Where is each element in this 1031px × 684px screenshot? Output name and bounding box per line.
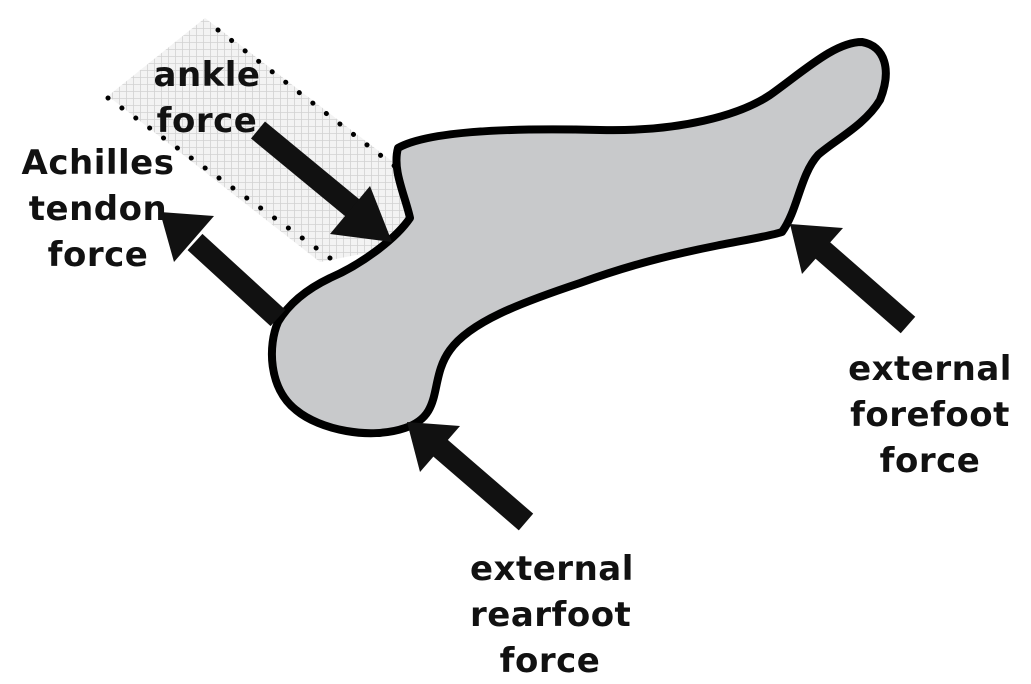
rearfoot-label-line-1: external xyxy=(470,549,634,589)
forefoot-label-line-3: force xyxy=(879,441,981,481)
forefoot-label-line-2: forefoot xyxy=(850,395,1010,435)
rearfoot-label-line-2: rearfoot xyxy=(470,595,632,635)
external-forefoot-force-label: external forefoot force xyxy=(845,346,1015,484)
achilles-tendon-force-label: Achilles tendon force xyxy=(8,140,188,278)
rearfoot-label-line-3: force xyxy=(499,641,601,681)
foot-outline xyxy=(267,38,890,438)
external-rearfoot-force-label: external rearfoot force xyxy=(470,546,634,684)
external-rearfoot-force-arrow xyxy=(407,422,534,531)
achilles-label-line-1: Achilles xyxy=(21,143,175,183)
achilles-tendon-force-arrow xyxy=(160,212,286,327)
external-forefoot-force-arrow xyxy=(790,224,916,334)
ankle-force-label: ankle force xyxy=(132,52,282,144)
achilles-label-line-2: tendon xyxy=(28,189,168,229)
ankle-force-label-line-1: ankle xyxy=(153,55,261,95)
ankle-force-label-line-2: force xyxy=(156,101,258,141)
achilles-label-line-3: force xyxy=(47,235,149,275)
forefoot-label-line-1: external xyxy=(848,349,1012,389)
ankle-force-arrow xyxy=(251,121,392,242)
